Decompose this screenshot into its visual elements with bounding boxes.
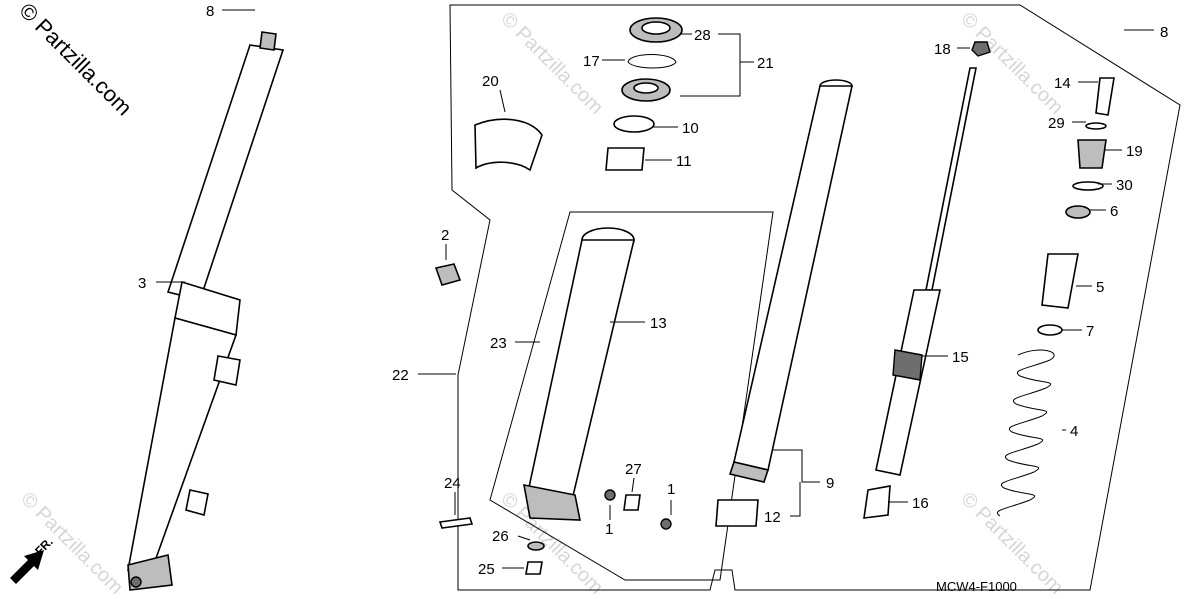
spring-seat-stopper <box>1037 324 1063 336</box>
fork-pipe <box>728 79 853 483</box>
callout-3: 3 <box>138 275 146 292</box>
collar <box>434 263 462 286</box>
o-ring <box>1085 122 1107 130</box>
callout-23: 23 <box>490 335 507 352</box>
axle-pinch-bolt <box>438 517 474 529</box>
callout-1-left: 1 <box>605 521 613 538</box>
callout-19: 19 <box>1126 143 1143 160</box>
callout-numbers: 8 3 20 2 22 23 13 17 28 21 10 11 9 12 18… <box>138 3 1168 578</box>
spring-seat <box>1065 205 1091 219</box>
callout-13: 13 <box>650 315 667 332</box>
complete-fork-assembly <box>127 31 285 591</box>
callout-25: 25 <box>478 561 495 578</box>
damper-rod <box>875 67 977 476</box>
oil-lock-piece <box>863 485 891 519</box>
callout-6: 6 <box>1110 203 1118 220</box>
callout-7: 7 <box>1086 323 1094 340</box>
callout-9: 9 <box>826 475 834 492</box>
callout-20: 20 <box>482 73 499 90</box>
back-up-ring <box>613 115 655 133</box>
partzilla-watermark: © Partzilla.com <box>14 0 137 120</box>
callout-16: 16 <box>912 495 929 512</box>
callout-12: 12 <box>764 509 781 526</box>
spring-collar <box>1041 253 1079 309</box>
callout-17: 17 <box>583 53 600 70</box>
front-arrow-icon <box>10 550 44 584</box>
seal-inner <box>641 21 671 35</box>
callout-30: 30 <box>1116 177 1133 194</box>
callout-22: 22 <box>392 367 409 384</box>
callout-8-left: 8 <box>206 3 214 20</box>
oil-seal-inner <box>633 82 659 94</box>
sealing-washer <box>527 541 545 551</box>
diagram-code: MCW4-F1000 <box>936 579 1017 594</box>
callout-1-right: 1 <box>667 481 675 498</box>
fork-cover <box>474 118 543 172</box>
callout-5: 5 <box>1096 279 1104 296</box>
callout-29: 29 <box>1048 115 1065 132</box>
fork-bolt <box>1077 139 1107 169</box>
callout-28: 28 <box>694 27 711 44</box>
slider-bushing <box>715 499 759 527</box>
outer-assembly-outline <box>449 4 1181 591</box>
leader-lines <box>156 9 1154 569</box>
stopper-ring <box>627 54 677 69</box>
small-nut-left <box>604 489 616 501</box>
washer <box>1072 181 1104 191</box>
callout-11: 11 <box>676 153 692 170</box>
callout-21: 21 <box>757 55 774 72</box>
fork-slider <box>523 227 636 521</box>
callout-18: 18 <box>934 41 951 58</box>
socket-bolt-collar <box>623 494 641 511</box>
guide-bushing <box>605 147 645 171</box>
preload-adjuster <box>1095 77 1115 116</box>
callout-10: 10 <box>682 120 699 137</box>
callout-26: 26 <box>492 528 509 545</box>
small-nut-right <box>660 518 672 530</box>
callout-8-right: 8 <box>1160 24 1168 41</box>
callout-2: 2 <box>441 227 449 244</box>
callout-4: 4 <box>1070 423 1078 440</box>
faint-watermark: © Partzilla.com <box>16 488 127 599</box>
fork-spring <box>997 349 1055 517</box>
callout-24: 24 <box>444 475 461 492</box>
callout-15: 15 <box>952 349 969 366</box>
callout-14: 14 <box>1054 75 1071 92</box>
front-direction-marker: FR. <box>10 535 56 584</box>
drain-bolt <box>525 561 543 575</box>
inner-assembly-outline <box>489 211 774 581</box>
callout-27: 27 <box>625 461 642 478</box>
lock-nut <box>971 41 991 57</box>
